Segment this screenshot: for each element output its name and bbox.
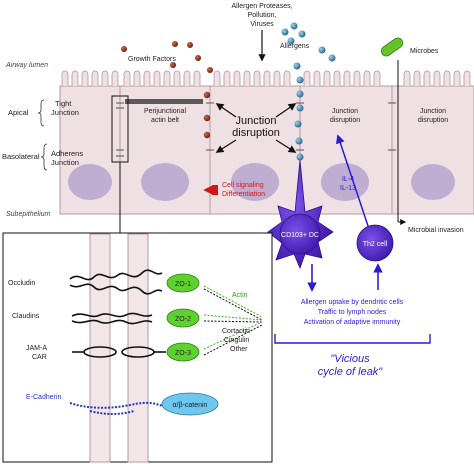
th2-cell: Th2 cell — [356, 224, 394, 262]
zo1-pill — [166, 273, 200, 293]
apical-bracket — [37, 99, 45, 127]
zo3-pill — [166, 342, 200, 362]
nucleus — [231, 163, 279, 201]
microbe-icon — [380, 37, 404, 57]
basolateral-label: Basolateral — [2, 152, 40, 161]
cytokine-arrow — [336, 134, 371, 233]
consequence-line-3: Activation of adaptive immunity — [304, 319, 401, 326]
allergens-label: Allergens — [280, 43, 310, 50]
ecadherin-protein — [89, 410, 135, 415]
tight-junction-label-2: Junction — [51, 108, 79, 117]
nucleus — [411, 164, 455, 200]
differentiation-label: Differentiation — [222, 191, 265, 198]
junction-disruption-right-b-2: disruption — [418, 117, 448, 124]
occludin-protein — [69, 269, 163, 281]
other-label: Other — [230, 346, 248, 353]
claudins-label: Claudins — [12, 313, 40, 320]
zo1-label: ZO-1 — [175, 281, 191, 288]
allergen-sources-label-1: Allergen Proteases, — [231, 3, 292, 10]
zo2-pill — [166, 308, 200, 328]
junction-disruption-right-b-1: Junction — [420, 108, 446, 115]
nucleus — [141, 163, 189, 201]
signal-block — [212, 185, 218, 195]
allergen-sources-label-2: Pollution, — [248, 12, 277, 19]
actin-link-lines — [203, 285, 263, 356]
allergen-particles — [281, 22, 336, 161]
occludin-label: Occludin — [8, 280, 35, 287]
catenin-label: α/β-catenin — [173, 402, 208, 409]
junction-inset: Occludin Claudins JAM-A CAR E-Cadherin Z… — [2, 232, 273, 463]
junction-disruption-right-a-1: Junction — [332, 108, 358, 115]
th2-label: Th2 cell — [363, 241, 388, 248]
occludin-protein — [69, 283, 163, 295]
perijunctional-label-1: Perijunctional — [144, 108, 186, 115]
nucleus — [68, 164, 112, 200]
consequence-line-2: Traffic to lymph nodes — [318, 309, 387, 316]
catenin-pill — [161, 392, 219, 416]
microbes-label: Microbes — [410, 48, 439, 55]
vicious-label-2: cycle of leak" — [318, 366, 384, 378]
junction-disruption-center-1: Junction — [236, 115, 277, 127]
actin-belt-bar — [125, 99, 203, 104]
epithelium — [59, 70, 474, 233]
cingulin-label: Cingulin — [224, 337, 249, 344]
dc-label: CD103+ DC — [281, 232, 319, 239]
growth-factors-label: Growth Factors — [128, 56, 176, 63]
ecadherin-protein — [69, 401, 167, 409]
zo2-label: ZO-2 — [175, 316, 191, 323]
growth-factor-particles — [121, 41, 213, 139]
apical-label: Apical — [8, 108, 29, 117]
junction-disruption-center-2: disruption — [232, 127, 280, 139]
ecadherin-label: E-Cadherin — [26, 394, 62, 401]
perijunctional-label-2: actin belt — [151, 117, 179, 124]
airway-lumen-label: Airway lumen — [5, 62, 48, 69]
cortactin-label: Cortactin — [222, 328, 250, 335]
jama-label-2: CAR — [32, 354, 47, 361]
vicious-label-1: "Vicious — [330, 353, 370, 365]
cycle-bracket — [274, 334, 431, 344]
dendritic-cell: CD103+ DC — [267, 159, 334, 270]
microbial-invasion-label: Microbial invasion — [408, 227, 464, 234]
adherens-junction-label-1: Adherens — [51, 149, 83, 158]
consequence-line-1: Allergen uptake by dendritic cells — [301, 299, 404, 306]
allergen-sources-label-3: Viruses — [250, 21, 274, 28]
junction-disruption-right-a-2: disruption — [330, 117, 360, 124]
tight-junction-label-1: Tight — [55, 99, 72, 108]
claudin-protein — [71, 312, 153, 318]
cell-signaling-label: Cell signaling — [222, 182, 264, 189]
jama-label-1: JAM-A — [26, 345, 47, 352]
adherens-junction-label-2: Junction — [51, 158, 79, 167]
microvilli — [61, 70, 471, 86]
il13-label: IL-13 — [340, 185, 356, 192]
actin-label: Actin — [232, 292, 248, 299]
junction-ticks — [116, 102, 396, 157]
il4-label: IL-4 — [342, 176, 354, 183]
subepithelium-label: Subepithelium — [6, 211, 51, 218]
basolateral-bracket — [40, 143, 48, 171]
disruption-arrows — [215, 103, 297, 153]
claudin-protein — [71, 319, 153, 325]
zo3-label: ZO-3 — [175, 350, 191, 357]
